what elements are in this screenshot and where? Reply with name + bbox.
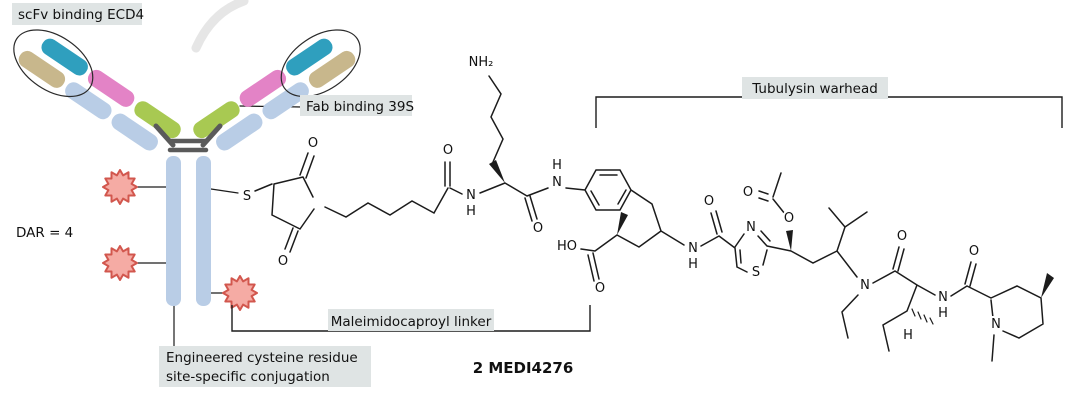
scfv-label-highlight	[12, 3, 142, 25]
domain-blue	[262, 82, 309, 120]
atom-label-oxygen: O	[443, 143, 453, 158]
scfv-loop	[280, 29, 361, 98]
linker-label: Maleimidocaproyl linker	[331, 314, 492, 330]
compound-caption: 2 MEDI4276	[473, 359, 574, 377]
atom-label-oxygen: O	[969, 244, 979, 259]
annotation-labels: scFv binding ECD4 Fab binding 39S DAR = …	[12, 3, 888, 387]
cysteine-star	[222, 275, 258, 311]
atom-label-hydrogen: H	[552, 158, 562, 173]
atom-label-nitrogen: N	[466, 188, 476, 203]
atom-label-sulfur: S	[752, 265, 760, 280]
scfv-loop	[13, 29, 94, 98]
watermark-curve	[191, 0, 249, 53]
atom-label-oxygen: O	[704, 194, 714, 209]
domain-teal	[286, 38, 333, 76]
domain-pink	[239, 69, 287, 107]
scfv-label: scFv binding ECD4	[18, 7, 144, 23]
atom-label-hydrogen: H	[466, 204, 476, 219]
domain-teal	[41, 38, 88, 76]
atom-label-hydrogen: H	[903, 328, 913, 343]
dar-label: DAR = 4	[16, 225, 73, 241]
domain-green	[134, 101, 181, 139]
atom-label-hydrogen: H	[938, 306, 948, 321]
cysteine-label-line2: site-specific conjugation	[166, 369, 330, 385]
domain-green	[193, 101, 240, 139]
domain-tan	[308, 50, 356, 88]
bond-network	[254, 75, 1044, 362]
hinge-disulfide-bars	[167, 138, 209, 153]
atom-label-nitrogen: N	[552, 175, 562, 190]
cysteine-label-line1: Engineered cysteine residue	[166, 350, 358, 366]
atom-label-oxygen: O	[784, 211, 794, 226]
warhead-label: Tubulysin warhead	[751, 81, 878, 97]
atom-label-hydrogen: H	[688, 257, 698, 272]
atom-label-nitrogen: N	[860, 278, 870, 293]
antibody-connector-lines	[137, 105, 303, 348]
atom-labels: S O O O N H NH₂ O H N HO O N H O N S O O…	[241, 53, 1003, 345]
warhead-bracket	[595, 96, 1063, 128]
atom-label-oxygen: O	[533, 221, 543, 236]
atom-label-oxygen: O	[278, 254, 288, 269]
atom-label-nitrogen: N	[938, 290, 948, 305]
fc-stem-right	[196, 156, 211, 306]
atom-label-oxygen: O	[595, 281, 605, 296]
stereo-wedges	[489, 160, 1054, 298]
domain-pink	[87, 69, 135, 107]
domain-blue	[216, 113, 263, 151]
warhead-label-highlight	[742, 77, 888, 99]
atom-label-nitrogen: N	[746, 220, 756, 235]
cysteine-label-highlight	[159, 346, 371, 387]
linker-label-highlight	[328, 309, 494, 331]
domain-blue	[111, 113, 158, 151]
fab-label-highlight	[300, 95, 412, 116]
antibody-cartoon	[13, 29, 361, 348]
atom-label-amine: NH₂	[469, 55, 494, 70]
atom-label-oxygen: O	[743, 185, 753, 200]
hash-wedge	[911, 308, 934, 325]
atom-label-oxygen: O	[897, 229, 907, 244]
cysteine-star	[102, 169, 138, 205]
domain-blue	[65, 82, 112, 120]
wedge-bond	[617, 212, 628, 235]
antibody-right-arm	[193, 29, 361, 151]
fc-stem-left	[166, 156, 181, 306]
fab-label: Fab binding 39S	[306, 99, 414, 115]
antibody-left-arm	[13, 29, 181, 151]
atom-label-sulfur: S	[243, 189, 251, 204]
wedge-bond	[489, 160, 505, 183]
atom-label-hydroxyl: HO	[557, 239, 577, 254]
cysteine-star	[102, 245, 138, 281]
domain-tan	[18, 50, 66, 88]
wedge-bond	[786, 230, 793, 251]
atom-label-oxygen: O	[308, 136, 318, 151]
atom-label-nitrogen: N	[688, 241, 698, 256]
wedge-bond	[1041, 273, 1054, 298]
chemical-structure: S O O O N H NH₂ O H N HO O N H O N S O O…	[241, 53, 1054, 362]
atom-label-nitrogen: N	[991, 317, 1001, 332]
